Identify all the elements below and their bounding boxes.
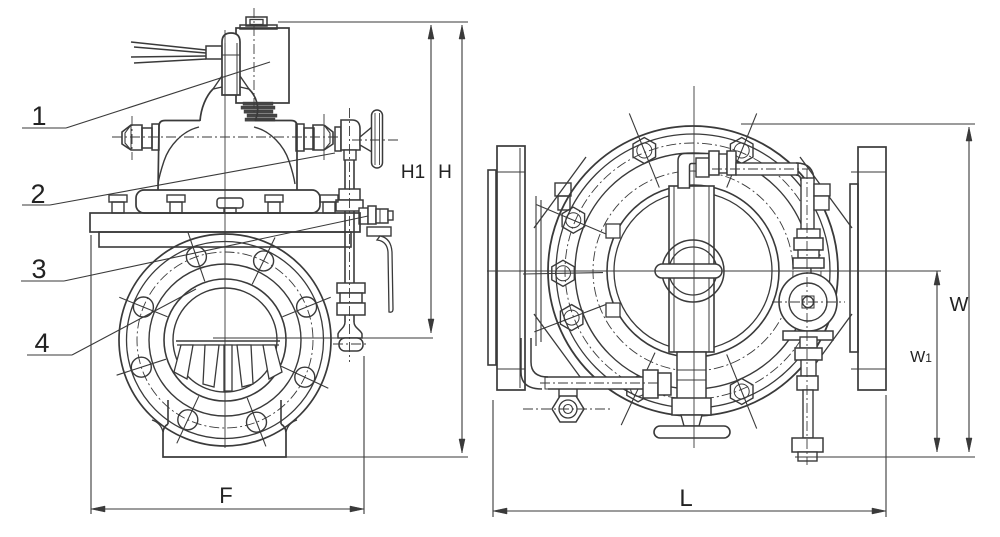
svg-text:L: L: [679, 485, 692, 512]
svg-text:4: 4: [34, 328, 49, 358]
svg-text:H: H: [438, 162, 452, 183]
svg-text:1: 1: [31, 101, 46, 131]
svg-text:W1: W1: [910, 349, 932, 366]
svg-text:3: 3: [31, 254, 46, 284]
svg-text:F: F: [219, 483, 232, 508]
svg-text:2: 2: [30, 179, 45, 209]
svg-text:H1: H1: [401, 162, 425, 183]
svg-text:W: W: [950, 294, 969, 316]
